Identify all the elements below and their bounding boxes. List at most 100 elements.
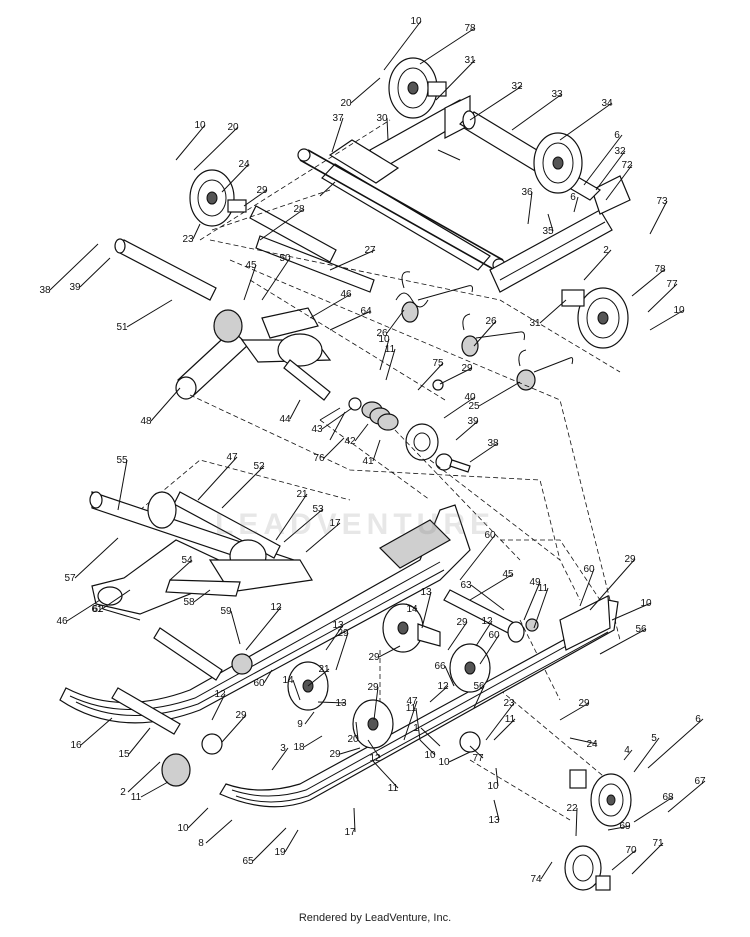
callout-11: 11 (388, 783, 399, 794)
callout-61: 61 (91, 604, 103, 615)
callout-17: 17 (329, 518, 341, 529)
callout-leader-45 (469, 573, 514, 601)
callout-leader-53 (283, 508, 324, 543)
callout-11: 11 (131, 792, 142, 803)
callout-leader-35 (547, 213, 554, 232)
callout-60: 60 (583, 564, 595, 575)
callout-20: 20 (347, 734, 359, 745)
callout-leader-32 (469, 85, 523, 121)
callout-14: 14 (406, 604, 418, 615)
torsion-springs-upper (395, 271, 574, 391)
callout-leader-38 (49, 243, 99, 291)
callout-leader-39 (455, 420, 479, 441)
callout-leader-10 (495, 767, 499, 787)
idler-wheel-mid-right (561, 287, 629, 349)
footer-credit: Rendered by LeadVenture, Inc. (298, 912, 452, 924)
callout-27: 27 (364, 245, 376, 256)
callout-leader-10 (448, 751, 471, 763)
callout-leader-32 (595, 150, 626, 191)
idler-wheel-mid-left (189, 169, 247, 227)
callout-leader-2 (583, 249, 612, 281)
callout-10: 10 (487, 781, 499, 792)
cross-shafts (114, 205, 375, 301)
callout-31: 31 (464, 55, 476, 66)
callout-39: 39 (69, 282, 81, 293)
callout-leader-59 (230, 610, 241, 645)
rail-wheels (287, 603, 632, 891)
callout-24: 24 (586, 739, 598, 750)
callout-leader-29 (339, 747, 361, 755)
callout-23: 23 (503, 698, 515, 709)
callout-32: 32 (511, 81, 523, 92)
callout-56: 56 (473, 681, 485, 692)
callout-10: 10 (378, 334, 390, 345)
callout-leader-28 (259, 208, 305, 241)
callout-leader-1 (420, 727, 441, 747)
callout-leader-33 (511, 93, 563, 131)
callout-13: 13 (420, 587, 432, 598)
callout-leader-10 (383, 20, 422, 71)
callout-9: 9 (297, 719, 303, 730)
callout-2: 2 (120, 787, 126, 798)
callout-76: 76 (313, 453, 325, 464)
callout-45: 45 (245, 260, 257, 271)
callout-leader-11 (385, 348, 396, 381)
callout-leader-11 (371, 759, 399, 789)
callout-leader-65 (252, 827, 287, 862)
callout-leader-29 (439, 367, 473, 385)
callout-23: 23 (182, 234, 194, 245)
callout-65: 65 (242, 856, 254, 867)
callout-leader-78 (419, 27, 476, 65)
callout-10: 10 (177, 823, 189, 834)
callout-leader-10 (611, 602, 652, 621)
callout-12: 12 (437, 681, 449, 692)
callout-60: 60 (488, 630, 500, 641)
callout-77: 77 (666, 279, 678, 290)
callout-leader-63 (470, 584, 505, 611)
callout-leader-9 (304, 711, 315, 725)
callout-11: 11 (505, 714, 516, 725)
callout-leader-43 (321, 407, 353, 430)
callout-leader-60 (579, 568, 595, 607)
callout-29: 29 (367, 682, 379, 693)
callout-1: 1 (413, 723, 419, 734)
callout-leader-21 (307, 668, 330, 687)
callout-leader-54 (169, 559, 193, 581)
callout-20: 20 (340, 98, 352, 109)
callout-leader-51 (126, 299, 173, 328)
callout-29: 29 (456, 617, 468, 628)
callout-leader-29 (378, 645, 401, 658)
callout-63: 63 (460, 580, 472, 591)
callout-leader-52 (221, 465, 265, 509)
callout-leader-62 (102, 608, 141, 621)
callout-leader-71 (631, 842, 664, 875)
callout-leader-2 (127, 761, 161, 793)
callout-42: 42 (344, 436, 356, 447)
right-rail (219, 595, 619, 808)
callout-leader-14 (292, 679, 301, 701)
callout-13: 13 (488, 815, 500, 826)
callout-leader-6 (647, 718, 704, 769)
callout-leader-45 (243, 264, 257, 301)
callout-12: 12 (481, 616, 493, 627)
callout-leader-17 (353, 807, 356, 833)
callout-leader-22 (575, 807, 578, 837)
watermark: LEADVENTURE (215, 508, 496, 541)
callout-29: 29 (329, 749, 341, 760)
callout-leader-29 (373, 686, 379, 721)
callout-8: 8 (198, 838, 204, 849)
callout-leader-61 (101, 589, 131, 610)
callout-leader-73 (649, 200, 668, 235)
callout-2: 2 (603, 245, 609, 256)
callout-10: 10 (424, 750, 436, 761)
callout-leader-20 (193, 126, 239, 171)
callout-60: 60 (253, 678, 265, 689)
callout-leader-13 (493, 799, 500, 821)
front-arm-lower (89, 491, 313, 615)
callout-53: 53 (312, 504, 324, 515)
callout-38: 38 (39, 285, 51, 296)
callout-41: 41 (362, 456, 374, 467)
callout-6: 6 (614, 130, 620, 141)
callout-leader-17 (305, 522, 341, 553)
callout-leader-60 (459, 534, 496, 581)
